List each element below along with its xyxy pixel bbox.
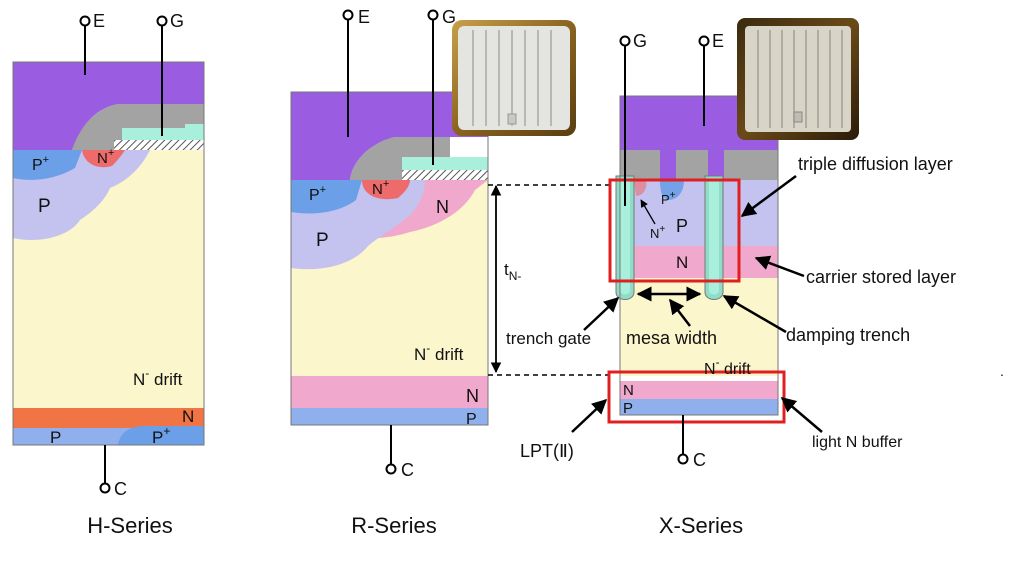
h-series-caption: H-Series bbox=[87, 513, 173, 538]
x-right-edge-dot: . bbox=[1000, 363, 1004, 379]
r-n-layer-label: N bbox=[436, 197, 449, 217]
x-insulator-3 bbox=[724, 150, 778, 180]
h-n-plus-region bbox=[82, 150, 125, 168]
x-series-cell: G E C P+ N+ P N N- drift N P triple diff… bbox=[506, 18, 1004, 538]
x-highlight-top bbox=[608, 178, 741, 283]
h-p-plus-region bbox=[13, 150, 82, 180]
r-drift-label: N- drift bbox=[414, 341, 464, 364]
h-emitter-terminal bbox=[79, 15, 91, 27]
x-trench-gate-left-core bbox=[620, 180, 630, 295]
r-collector-p-label: P bbox=[466, 411, 477, 428]
x-collector-terminal bbox=[677, 453, 689, 465]
r-n-plus-region bbox=[362, 180, 410, 200]
h-buffer-n-label: N bbox=[182, 407, 194, 426]
x-gate-terminal bbox=[619, 35, 631, 47]
x-ann-mesa-pointer bbox=[669, 298, 691, 327]
x-buffer-n-label: N bbox=[623, 382, 634, 399]
r-chip-photo bbox=[452, 20, 576, 136]
x-ann-light-n-buffer: light N buffer bbox=[812, 434, 903, 451]
x-series-caption: X-Series bbox=[659, 513, 743, 538]
r-collector-terminal bbox=[385, 463, 397, 475]
h-terminal-c-label: C bbox=[114, 479, 127, 499]
x-insulator-1 bbox=[620, 150, 660, 180]
x-ann-light-n-arrow bbox=[780, 397, 823, 433]
x-outline bbox=[619, 95, 779, 416]
h-poly-insulator bbox=[72, 104, 204, 150]
r-p-plus-label: P+ bbox=[309, 184, 326, 204]
x-chip-photo bbox=[737, 18, 859, 140]
x-highlight-bottom bbox=[607, 370, 786, 424]
r-series-caption: R-Series bbox=[351, 513, 437, 538]
h-gate-oxide bbox=[114, 140, 204, 150]
x-n-plus-pointer bbox=[640, 199, 656, 225]
x-drift-label: N- drift bbox=[704, 355, 751, 378]
x-trench-damping-core bbox=[709, 180, 719, 295]
x-ann-triple-arrow bbox=[740, 174, 797, 218]
x-drift-region bbox=[620, 278, 778, 376]
x-p-base-label: P bbox=[676, 216, 688, 236]
h-series-cell: E G C P+ N+ P N- drift N P P+ H-Series bbox=[12, 11, 205, 538]
x-ann-lpt: LPT(Ⅱ) bbox=[520, 441, 574, 461]
x-terminal-g-label: G bbox=[633, 31, 647, 51]
x-ann-trench-arrow bbox=[583, 296, 620, 331]
h-p-plus-collector bbox=[118, 426, 204, 445]
h-gate-terminal bbox=[156, 15, 168, 27]
x-p-collector bbox=[620, 399, 778, 415]
x-carrier-stored-n bbox=[620, 246, 778, 278]
x-ann-triple-diffusion: triple diffusion layer bbox=[798, 154, 953, 174]
r-terminal-c-label: C bbox=[401, 460, 414, 480]
x-ann-damping-arrow bbox=[722, 294, 787, 334]
r-chip-stripes bbox=[472, 30, 552, 126]
r-p-plus-region bbox=[291, 180, 362, 214]
r-n-buffer bbox=[291, 376, 488, 408]
r-gate-terminal bbox=[427, 9, 439, 21]
x-p-plus-region bbox=[660, 180, 684, 200]
r-outline bbox=[290, 91, 489, 426]
h-p-base-label: P bbox=[38, 196, 51, 217]
h-emitter-metal bbox=[13, 62, 204, 150]
x-n-plus-region bbox=[634, 180, 647, 196]
h-n-buffer bbox=[13, 408, 204, 428]
x-ann-damping-trench: damping trench bbox=[786, 325, 910, 345]
x-terminal-c-label: C bbox=[693, 450, 706, 470]
h-outline bbox=[12, 61, 205, 446]
r-terminal-g-label: G bbox=[442, 7, 456, 27]
r-thickness-label: tN- bbox=[504, 260, 521, 283]
x-ann-lpt-arrow bbox=[571, 398, 608, 433]
h-collector-p-label: P bbox=[50, 428, 61, 447]
x-ann-carrier-stored: carrier stored layer bbox=[806, 267, 956, 287]
x-terminal-e-label: E bbox=[712, 31, 724, 51]
x-emitter-terminal bbox=[698, 35, 710, 47]
x-ann-mesa-width: mesa width bbox=[626, 328, 717, 348]
r-terminal-e-label: E bbox=[358, 7, 370, 27]
r-buffer-n-label: N bbox=[466, 386, 479, 406]
h-terminal-g-label: G bbox=[170, 11, 184, 31]
h-drift-label: N- drift bbox=[133, 366, 183, 389]
x-cs-n-label: N bbox=[676, 253, 688, 272]
r-poly-insulator bbox=[350, 137, 450, 180]
h-terminal-e-label: E bbox=[93, 11, 105, 31]
h-n-plus-label: N+ bbox=[97, 147, 114, 167]
x-n-buffer bbox=[620, 381, 778, 399]
x-ann-carrier-arrow bbox=[754, 255, 805, 278]
r-gate-electrode bbox=[402, 157, 488, 170]
h-collector-terminal bbox=[99, 482, 111, 494]
h-p-plus-label: P+ bbox=[32, 154, 49, 174]
x-ann-trench-gate: trench gate bbox=[506, 329, 591, 348]
x-chip-stripes bbox=[757, 30, 843, 128]
r-emitter-metal bbox=[291, 92, 488, 180]
x-n-plus-label: N+ bbox=[650, 224, 665, 241]
h-collector-p-plus-label: P+ bbox=[152, 424, 170, 447]
r-p-base-label: P bbox=[316, 230, 329, 251]
x-collector-p-label: P bbox=[623, 400, 633, 417]
x-insulator-2 bbox=[676, 150, 708, 180]
r-emitter-terminal bbox=[342, 9, 354, 21]
r-series-cell: E G C P+ N+ N P N- drift N P tN- R-Serie… bbox=[290, 7, 612, 538]
r-p-collector bbox=[291, 408, 488, 425]
x-p-plus-label: P+ bbox=[661, 190, 676, 207]
r-n-plus-label: N+ bbox=[372, 178, 389, 198]
r-gate-oxide bbox=[402, 170, 488, 180]
